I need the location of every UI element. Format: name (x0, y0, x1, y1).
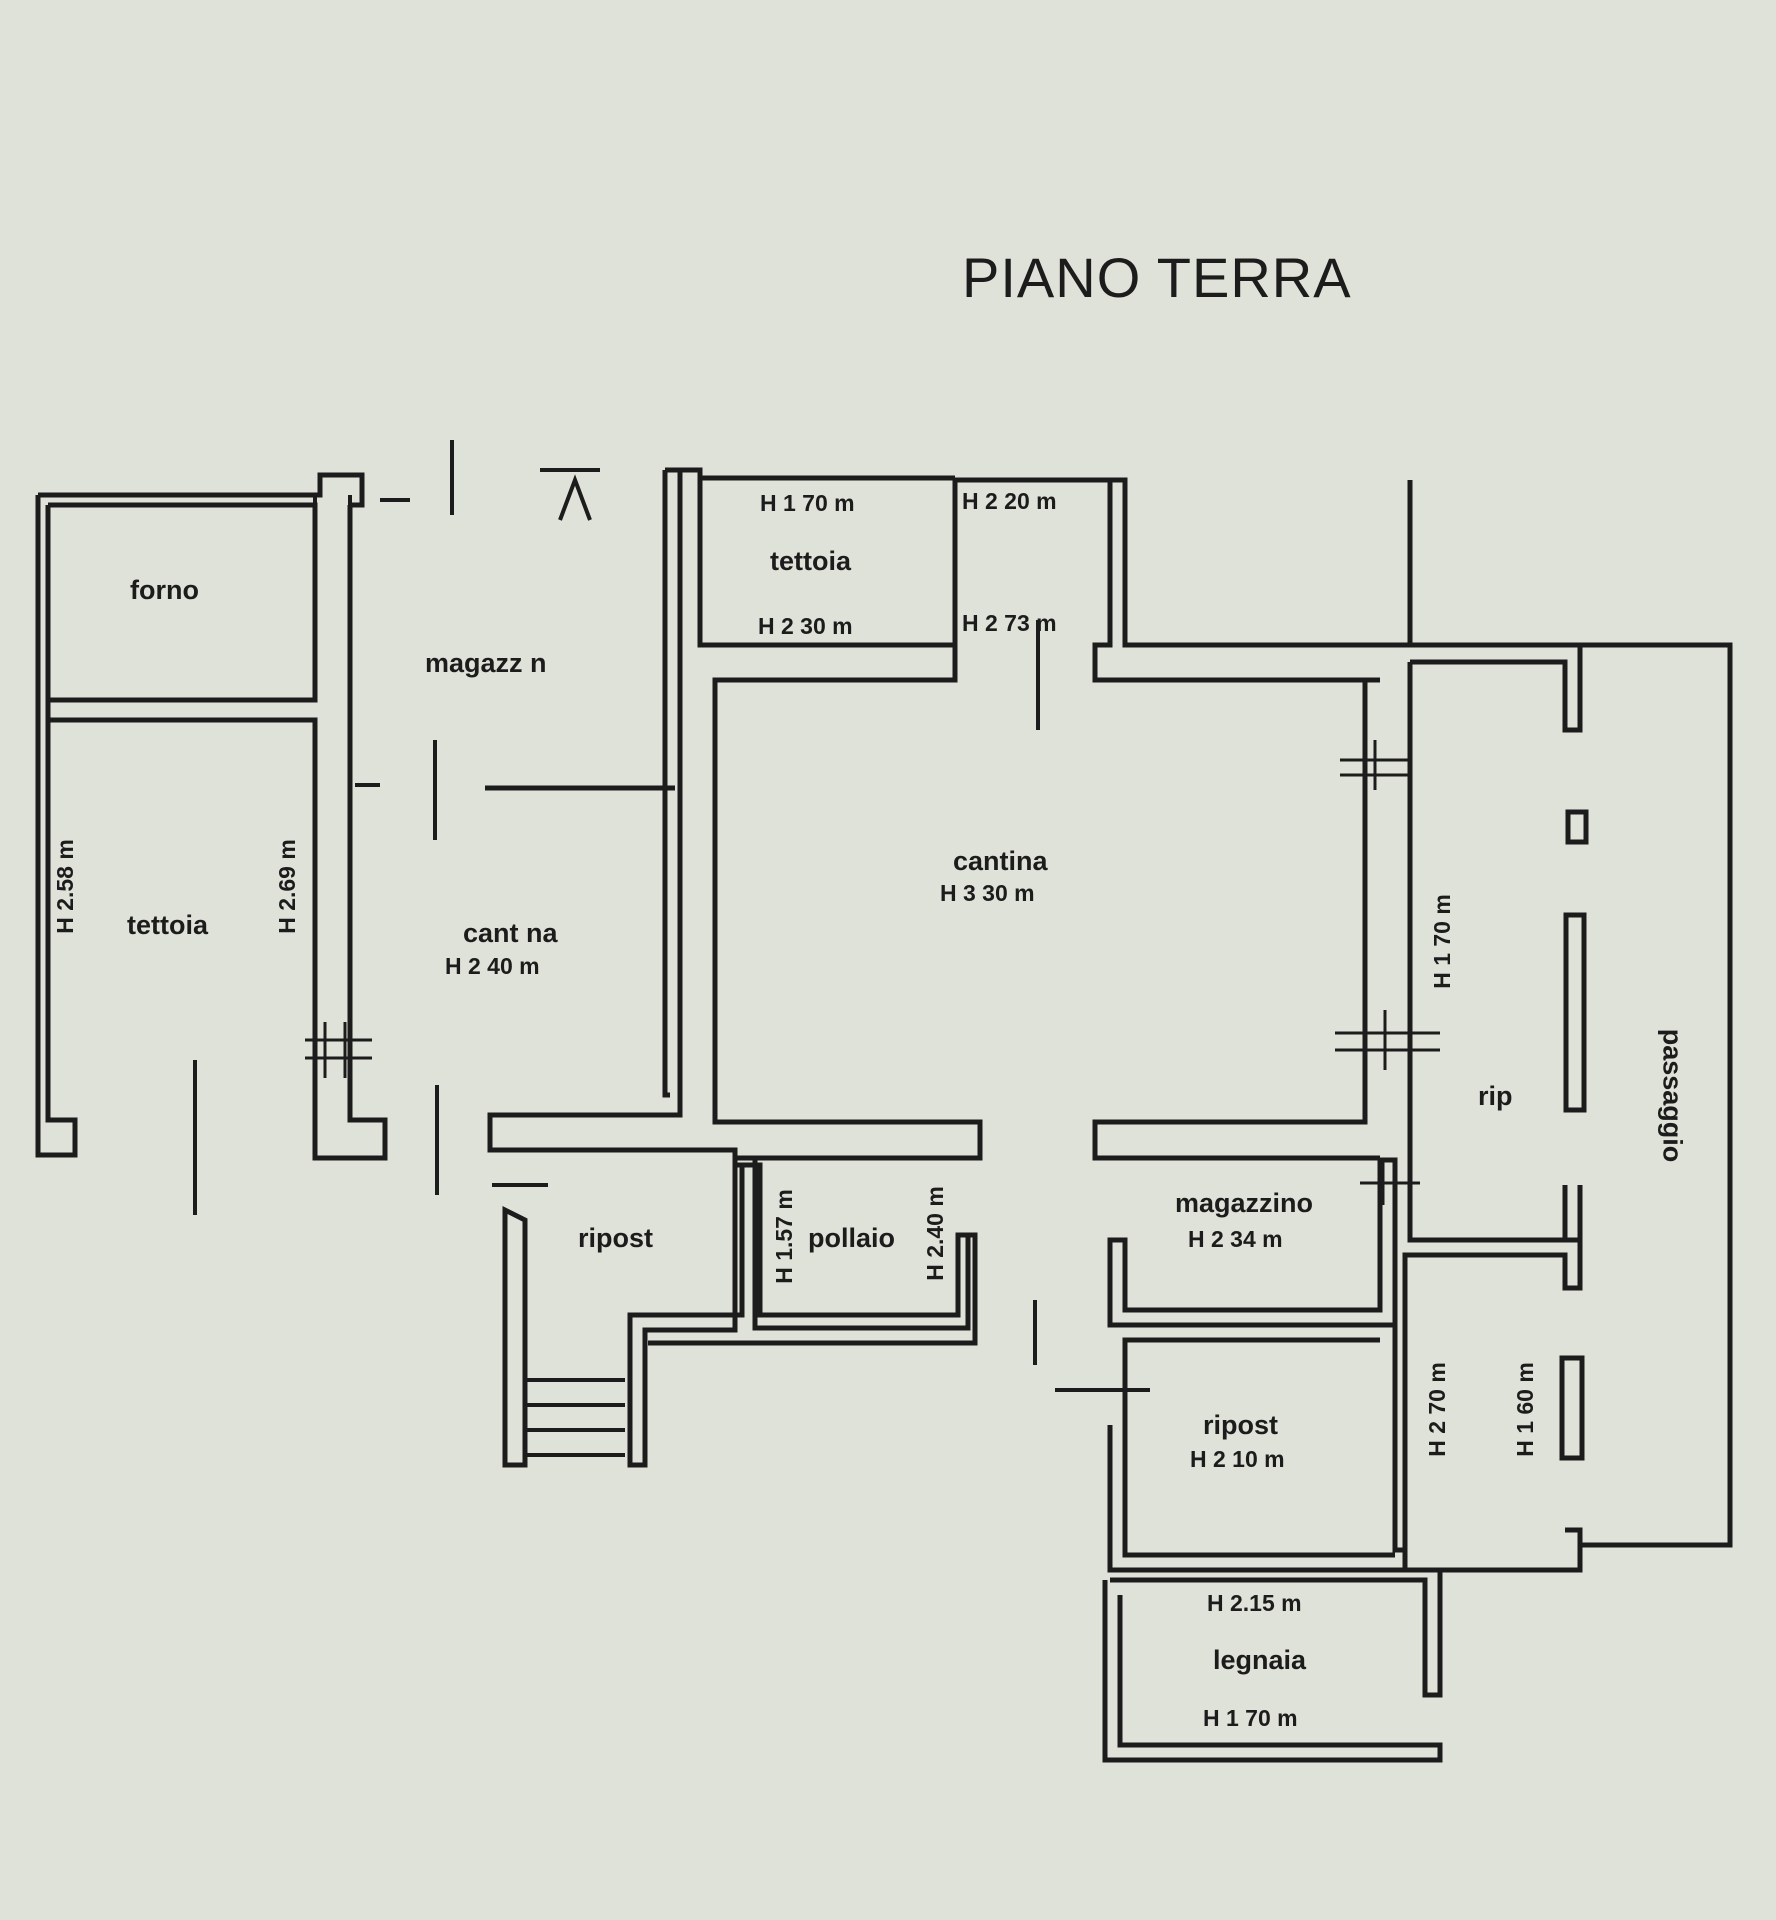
room-label-rip: rip (1478, 1081, 1513, 1111)
room-label-cantina: cantina (953, 846, 1048, 876)
height-label-pollaio-2: H 2.40 m (921, 1186, 948, 1281)
height-label-tettoia-left-1: H 2.58 m (51, 839, 78, 934)
room-label-tettoia-left: tettoia (127, 910, 208, 940)
room-label-magazzino: magazzino (1175, 1188, 1314, 1218)
room-label-legnaia: legnaia (1213, 1645, 1307, 1675)
height-label-corridor-lower: H 2 73 m (962, 610, 1057, 636)
height-label-tettoia-top-lower: H 2 30 m (758, 613, 853, 639)
right-wing-walls (1033, 642, 1733, 1763)
height-label-magazzino: H 2 34 m (1188, 1226, 1283, 1252)
height-label-tettoia-left-2: H 2.69 m (273, 839, 300, 934)
room-label-forno: forno (130, 575, 199, 605)
height-label-pollaio-1: H 1.57 m (770, 1189, 797, 1284)
room-label-ripost-right: ripost (1203, 1410, 1279, 1440)
height-label-corridor-upper: H 2 20 m (962, 488, 1057, 514)
height-label-legnaia-upper: H 2.15 m (1207, 1590, 1302, 1616)
height-label-rip: H 1 70 m (1428, 894, 1455, 989)
height-label-legnaia-lower: H 1 70 m (1203, 1705, 1298, 1731)
room-label-pollaio: pollaio (808, 1223, 895, 1253)
height-label-right-2: H 1 60 m (1511, 1362, 1538, 1457)
room-label-magazzino-top: magazz n (425, 648, 547, 678)
left-block-walls (35, 472, 388, 1215)
height-label-cantina: H 3 30 m (940, 880, 1035, 906)
pollaio-ripost-left-walls (502, 1158, 978, 1468)
plan-title: PIANO TERRA (962, 246, 1352, 309)
room-label-ripost-left: ripost (578, 1223, 654, 1253)
room-label-passaggio: passaggio (1657, 1028, 1688, 1163)
room-label-tettoia-top: tettoia (770, 546, 851, 576)
height-label-ripost-right: H 2 10 m (1190, 1446, 1285, 1472)
height-label-cantina-left: H 2 40 m (445, 953, 540, 979)
height-label-right-1: H 2 70 m (1423, 1362, 1450, 1457)
room-label-cantina-left: cant na (463, 918, 558, 948)
height-label-tettoia-top-upper: H 1 70 m (760, 490, 855, 516)
magazzino-cantina-walls (355, 440, 738, 1195)
